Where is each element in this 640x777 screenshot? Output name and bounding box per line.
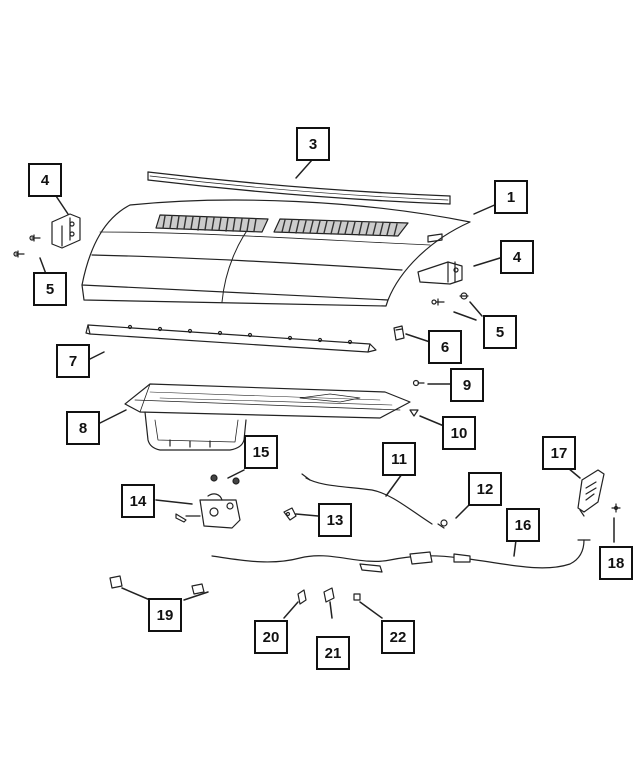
part-5-bolts-right xyxy=(431,292,469,306)
part-15-grommets xyxy=(210,474,240,485)
callout-15: 15 xyxy=(244,435,278,469)
callout-8: 8 xyxy=(66,411,100,445)
part-20-clip xyxy=(297,589,307,605)
callout-21: 21 xyxy=(316,636,350,670)
callout-14: 14 xyxy=(121,484,155,518)
part-4-hinge-right xyxy=(417,261,463,285)
part-18-screw xyxy=(611,503,621,513)
callout-5-left: 5 xyxy=(33,272,67,306)
part-4-hinge-left xyxy=(51,213,81,249)
part-22-clip xyxy=(353,593,361,601)
callout-20: 20 xyxy=(254,620,288,654)
callout-11: 11 xyxy=(382,442,416,476)
callout-18: 18 xyxy=(599,546,633,580)
part-19-clips xyxy=(109,575,205,595)
callout-12: 12 xyxy=(468,472,502,506)
part-12-clips xyxy=(437,519,448,529)
callout-22: 22 xyxy=(381,620,415,654)
callout-9: 9 xyxy=(450,368,484,402)
callout-7: 7 xyxy=(56,344,90,378)
part-6-bumper xyxy=(393,325,405,341)
callout-1: 1 xyxy=(494,180,528,214)
callout-10: 10 xyxy=(442,416,476,450)
part-21-clip xyxy=(323,587,335,603)
callout-4-left: 4 xyxy=(28,163,62,197)
callout-3: 3 xyxy=(296,127,330,161)
leader-lines xyxy=(39,159,615,619)
callout-4-right: 4 xyxy=(500,240,534,274)
part-11-release-rod xyxy=(301,473,433,525)
part-16-release-cable xyxy=(211,539,591,573)
callout-17: 17 xyxy=(542,436,576,470)
part-9-clip xyxy=(412,379,425,387)
callout-16: 16 xyxy=(506,508,540,542)
part-10-clip xyxy=(409,409,419,417)
part-5-bolts-left xyxy=(13,234,41,258)
callout-5-right: 5 xyxy=(483,315,517,349)
callout-13: 13 xyxy=(318,503,352,537)
part-17-release-handle xyxy=(577,469,605,517)
part-7-seal xyxy=(85,324,377,353)
part-14-latch xyxy=(175,493,241,529)
callout-19: 19 xyxy=(148,598,182,632)
part-8-cowl-panel xyxy=(124,383,411,451)
part-1-hood-panel xyxy=(81,199,471,307)
part-13-clip xyxy=(283,507,297,521)
callout-6: 6 xyxy=(428,330,462,364)
part-3-weatherstrip xyxy=(147,171,451,205)
